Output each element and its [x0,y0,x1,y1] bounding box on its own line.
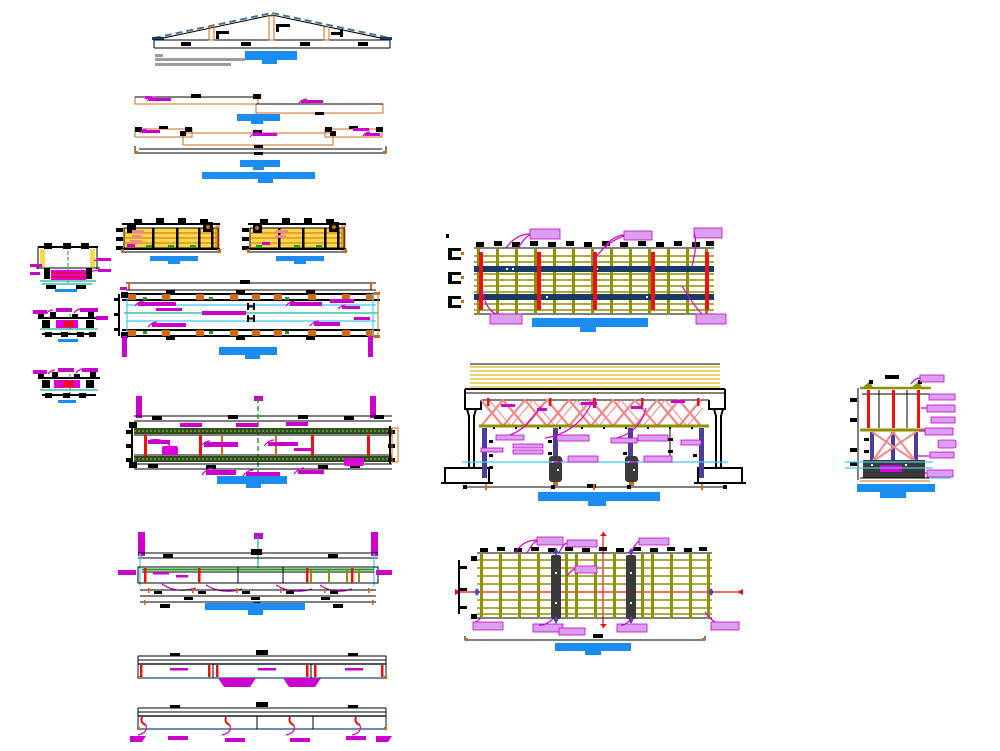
title-bar-greeked [240,160,280,170]
bottom-bracket [464,634,706,641]
lower-posts-bracing [864,431,918,463]
drawing-girder-elevation-3 [130,702,392,742]
section-h-marks [247,303,255,322]
tie-channel [134,145,387,155]
left-brackets [446,234,464,308]
drawing-detail-section-c [33,368,100,403]
pile [549,456,562,486]
annotation-leaders [30,257,111,275]
pile [625,456,638,486]
drawing-formwork-elevation [126,396,399,488]
truss-geometry [152,11,392,49]
drawing-pier-detail-section [845,374,957,498]
drawing-formwork-plan [114,280,380,359]
panel-geometry [242,218,347,253]
end-brackets [114,292,380,338]
title-bar-greeked [237,114,280,124]
title-bar-greeked [205,603,305,615]
joist-grid [458,548,714,624]
annotation-leaders [910,374,957,479]
drawing-roof-truss-elevation [152,11,392,66]
base-block [863,460,925,478]
top-stud-row [480,547,707,552]
annotation-blocks [218,678,321,687]
drawing-span-cross-section [441,363,746,506]
panel-geometry [116,218,221,253]
title-bar-greeked [55,289,77,292]
elevation-geometry [126,396,399,472]
title-bar-greeked [857,484,935,498]
drawing-stepped-beam-elevation [134,94,384,124]
elevation-geometry [137,532,379,586]
drawing-detail-section-a [30,243,111,292]
dimension-line [463,484,727,490]
rail-blocks [128,294,374,336]
joist-grid [474,247,714,315]
annotation-leaders [139,128,380,138]
drawing-joist-grid-plan-upper [446,227,727,332]
title-bar-greeked [538,492,660,506]
title-bar-greeked [217,476,287,488]
title-bar-greeked [532,318,648,332]
annotation-leaders [148,422,364,478]
title-bar-greeked [150,256,198,264]
title-bar-greeked [219,347,277,359]
annotation-leaders [145,96,323,104]
end-brackets [126,422,399,468]
note-lines-greeked [155,54,245,66]
title-bar-greeked-2 [202,172,315,183]
left-bracket [458,556,477,619]
drawing-girder-elevation-2 [137,650,387,687]
hook-annotations [130,716,392,742]
title-bar-greeked [58,339,78,342]
deck-planks [470,363,720,388]
drawing-detail-section-b [33,308,108,342]
title-bar-greeked [245,51,297,64]
drawing-girder-elevation-dims [118,532,392,615]
annotation-leaders [120,287,373,357]
drawing-joist-grid-plan-lower [455,532,743,655]
detail-geometry [845,375,933,482]
drawing-formwork-panel-right [242,218,347,264]
drawing-formwork-panel-left [116,218,221,264]
drawing-overlap-beam-elevation [134,126,387,183]
title-bar-greeked [555,643,631,655]
title-bar-greeked [58,400,76,403]
annotation-leaders [472,536,740,636]
title-bar-greeked [276,256,324,264]
bracket-marks [216,24,343,39]
annotation-leaders [480,400,702,464]
annotation-leaders [481,227,727,325]
plan-geometry [114,280,380,340]
